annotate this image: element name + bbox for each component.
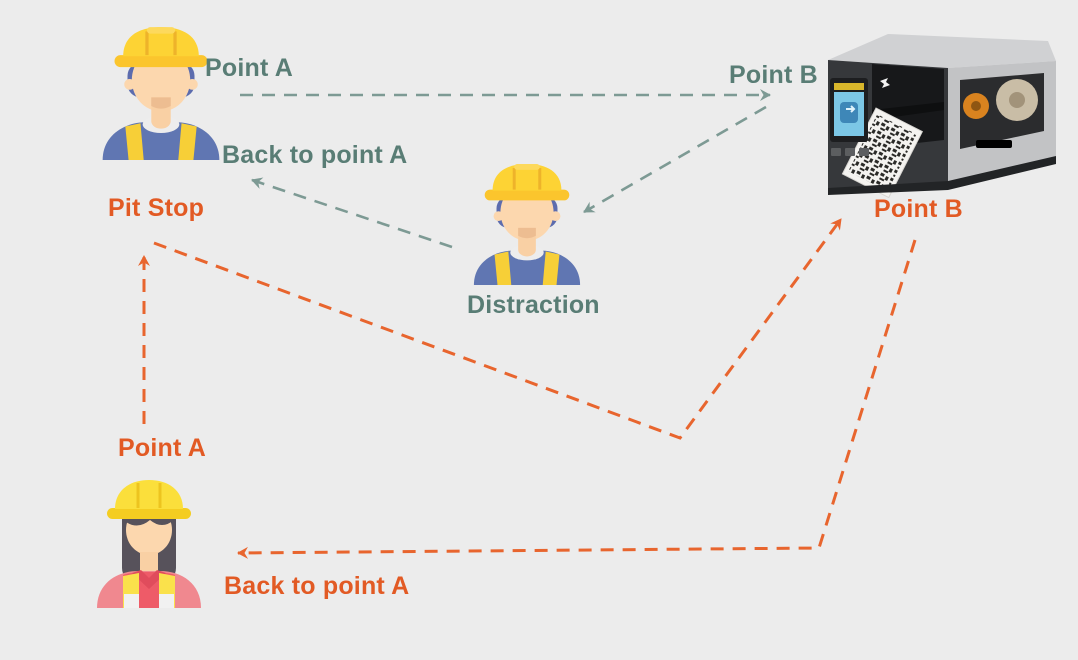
label-point-b-teal: Point B	[729, 61, 818, 89]
orange-path-b-to-a	[237, 239, 917, 559]
label-point-a-orange: Point A	[118, 434, 206, 462]
orange-path-pitstop-to-b	[153, 218, 843, 440]
label-printer-icon	[828, 34, 1056, 198]
label-back-to-point-a-teal: Back to point A	[222, 141, 408, 169]
label-back-to-point-a-orange: Back to point A	[224, 572, 410, 600]
label-pit-stop: Pit Stop	[108, 194, 205, 222]
label-distraction: Distraction	[467, 291, 600, 319]
label-point-b-orange: Point B	[874, 195, 963, 223]
worker-icon-point-a-female	[97, 480, 201, 608]
teal-path-b-to-distraction	[583, 105, 767, 214]
worker-icon-point-a	[101, 26, 221, 160]
label-point-a-teal: Point A	[205, 54, 293, 82]
worker-icon-distraction	[472, 162, 582, 287]
teal-path-distraction-to-a	[251, 177, 453, 249]
